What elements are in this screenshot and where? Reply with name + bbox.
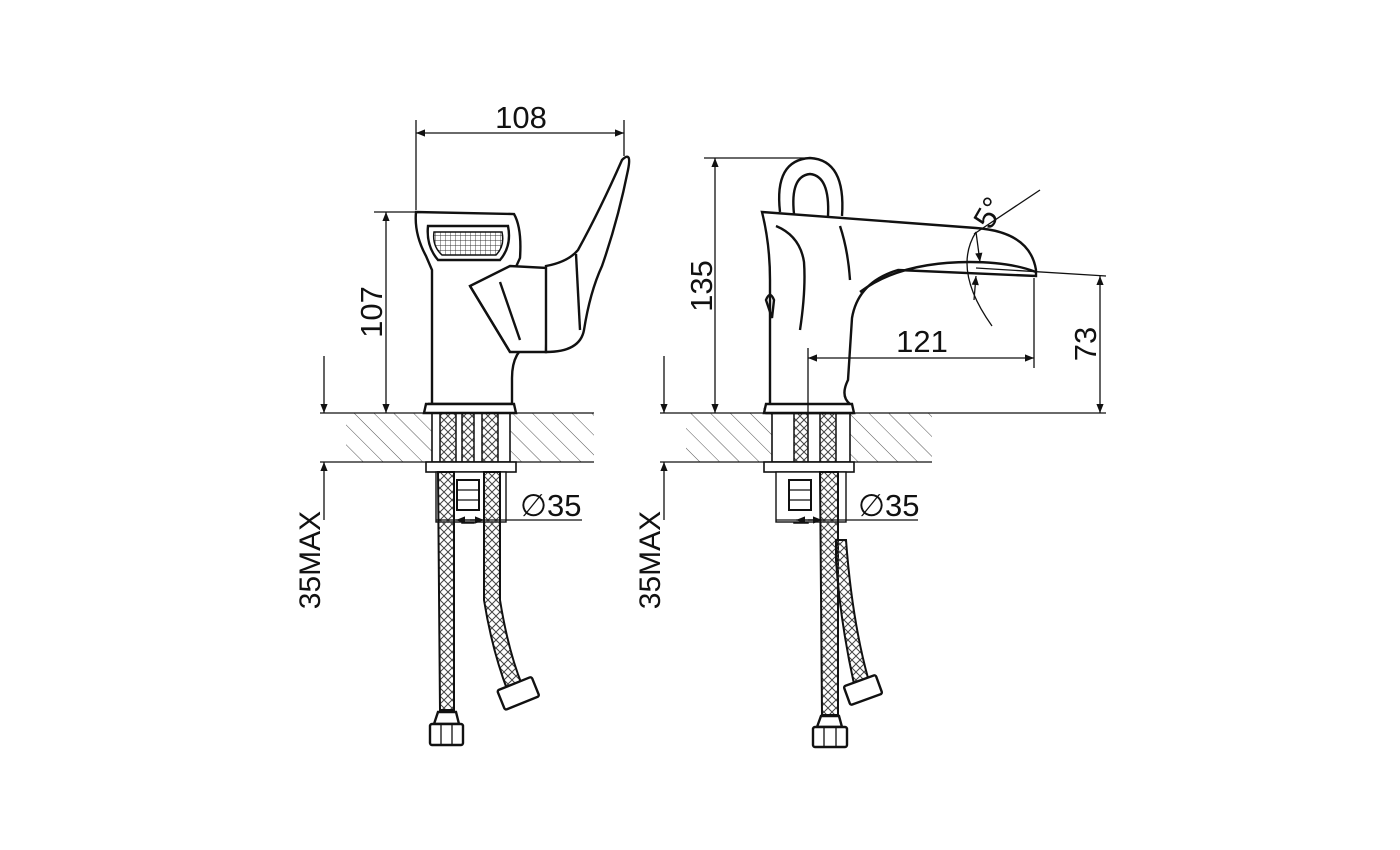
hose-left-front xyxy=(436,471,455,711)
dim-max-side-label: 35MAX xyxy=(634,511,667,609)
dim-height-front-label: 107 xyxy=(354,286,389,338)
hose-front-side xyxy=(818,471,839,716)
dim-spout-height-label: 73 xyxy=(1068,327,1103,361)
dim-max-front-label: 35MAX xyxy=(294,511,327,609)
side-view: 5° 135 35MAX 121 73 ∅35 xyxy=(634,156,1107,749)
dim-width-label: 108 xyxy=(495,100,547,135)
dim-reach-label: 121 xyxy=(896,324,948,359)
hose-rear-side xyxy=(835,539,870,686)
front-view: 108 107 35MAX ∅35 xyxy=(294,100,631,747)
dim-diameter-side-label: ∅35 xyxy=(858,488,920,523)
dim-height-side-label: 135 xyxy=(684,260,719,312)
dim-diameter-front-label: ∅35 xyxy=(520,488,582,523)
lever-handle-front xyxy=(544,155,631,354)
handle-loop-side xyxy=(777,156,844,217)
